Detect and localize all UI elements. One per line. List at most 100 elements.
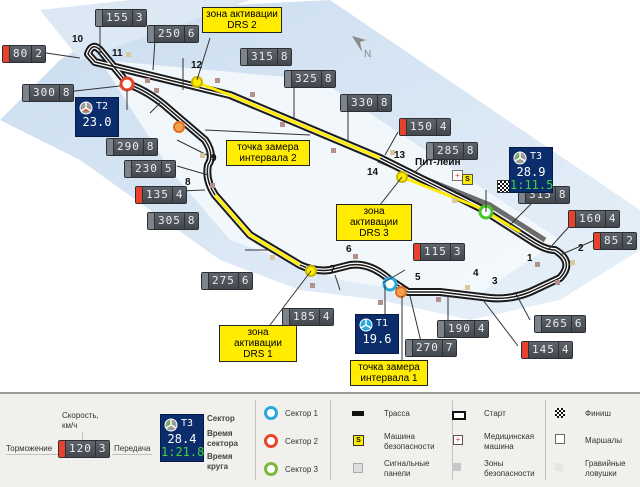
braking-indicator	[202, 273, 209, 289]
gear-value: 8	[184, 213, 198, 229]
gear-value: 2	[32, 46, 45, 62]
timing-sector-time: 28.4	[167, 432, 197, 446]
speed-value: 315	[248, 49, 278, 65]
speed-value: 135	[143, 187, 173, 203]
timing-sector: T3	[181, 418, 194, 429]
turn-5-label: 5	[415, 272, 421, 283]
speed-value: 230	[132, 161, 162, 177]
braking-indicator	[535, 316, 542, 332]
turn-14-label: 14	[367, 167, 379, 178]
speed-value: 270	[413, 340, 443, 356]
legend-sector2: Сектор 2	[285, 437, 318, 446]
gear-value: 4	[474, 321, 488, 337]
braking-indicator	[125, 161, 132, 177]
gear-value: 4	[319, 309, 333, 325]
sector1-icon	[264, 406, 278, 420]
legend-speed-label: Скорость, км/ч	[62, 411, 99, 430]
speed-value: 145	[529, 342, 559, 358]
sector1-marker	[382, 276, 398, 292]
callout-drs2: зона активации DRS 2	[202, 7, 282, 33]
legend-speed-readout: 120 3	[58, 440, 110, 458]
timing-sector: T1	[376, 318, 389, 329]
pit-lane-label: Пит-лейн	[415, 157, 461, 168]
sector2-icon	[264, 434, 278, 448]
callout-drs3: зона активации DRS 3	[336, 204, 412, 241]
island-land	[100, 60, 560, 300]
sector2-marker	[119, 76, 135, 92]
gear-value: 8	[59, 85, 73, 101]
legend-gravel-traps: Гравийные ловушки	[585, 459, 626, 478]
gear-value: 4	[605, 211, 619, 227]
braking-indicator	[148, 213, 155, 229]
turn-13-label: 13	[394, 150, 406, 161]
gear-value: 6	[184, 26, 198, 42]
gear-value: 2	[623, 233, 636, 249]
timing-sector-time: 19.6	[362, 332, 392, 346]
mercedes-star-icon	[164, 418, 178, 432]
legend-finish: Финиш	[585, 409, 611, 418]
track-center	[87, 46, 568, 300]
timing-box-t3: T3 28.9 1:11.5	[509, 147, 553, 193]
timing-sector-time: 28.9	[516, 165, 546, 179]
speed-value: 160	[576, 211, 606, 227]
legend-safety-zones: Зоны безопасности	[484, 459, 535, 478]
timing-box-t2: T2 23.0	[75, 97, 119, 137]
speed-value: 115	[421, 244, 451, 260]
turn-9-label: 9	[211, 153, 217, 164]
braking-indicator	[285, 71, 292, 87]
marshal-posts	[126, 52, 575, 305]
speed-value: 155	[103, 10, 133, 26]
legend: Скорость, км/ч Торможение Передача 120 3…	[0, 392, 640, 487]
turn-4-label: 4	[473, 268, 479, 279]
speed-value: 120	[66, 441, 96, 457]
braking-indicator	[241, 49, 248, 65]
legend-marshals: Маршалы	[585, 436, 622, 445]
north-label: N	[364, 49, 371, 60]
drs2-marker	[191, 76, 203, 88]
track-icon	[352, 411, 364, 416]
braking-indicator	[96, 10, 103, 26]
legend-sector1: Сектор 1	[285, 409, 318, 418]
braking-indicator	[23, 85, 30, 101]
timing-lap-time: 1:21.8	[161, 445, 205, 459]
timing-sector: T2	[96, 101, 109, 112]
speed-value: 300	[30, 85, 60, 101]
gear-value: 8	[143, 139, 157, 155]
start-icon	[452, 411, 466, 420]
callout-speedtrap2: точка замера интервала 2	[226, 140, 310, 166]
gear-value: 8	[463, 143, 477, 159]
finish-icon	[555, 408, 565, 418]
mercedes-star-icon	[79, 101, 93, 115]
legend-signal-panels: Сигнальные панели	[384, 459, 430, 478]
drs-zone-1	[213, 194, 301, 267]
safety-car-icon: S	[462, 174, 473, 185]
signal-panel-icon	[353, 463, 363, 473]
gear-value: 3	[450, 244, 464, 260]
braking-indicator	[522, 342, 529, 358]
mercedes-star-icon	[359, 318, 373, 332]
safety-car-icon: S	[353, 435, 364, 446]
turn-6-label: 6	[346, 244, 352, 255]
gear-value: 3	[132, 10, 146, 26]
sector3-icon	[264, 462, 278, 476]
gear-value: 4	[436, 119, 450, 135]
timing-box-t1: T1 19.6	[355, 314, 399, 354]
timing-lap-time: 1:11.5	[510, 178, 554, 192]
speed-value: 265	[542, 316, 572, 332]
braking-indicator	[136, 187, 143, 203]
turn-8-label: 8	[185, 177, 191, 188]
speed-value: 305	[155, 213, 185, 229]
speed-value: 190	[445, 321, 475, 337]
